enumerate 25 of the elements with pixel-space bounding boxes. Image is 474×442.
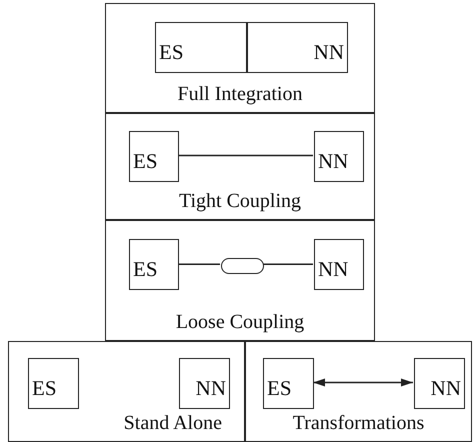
arrow xyxy=(313,378,413,386)
connector-line xyxy=(178,154,313,156)
module-box: NN xyxy=(414,358,465,409)
module-box: NN xyxy=(247,22,348,73)
module-box: ES xyxy=(263,358,314,409)
panel-title: Loose Coupling xyxy=(174,311,306,334)
panel xyxy=(245,341,472,442)
connector-line xyxy=(263,264,313,265)
panel xyxy=(105,220,375,341)
module-box: NN xyxy=(314,131,364,182)
module-box: NN xyxy=(179,358,230,409)
panel-title: Stand Alone xyxy=(122,412,222,435)
panel xyxy=(8,341,245,442)
module-box: ES xyxy=(129,239,179,290)
panel-title: Transformations xyxy=(292,412,426,435)
panel-title: Full Integration xyxy=(176,83,304,106)
module-box: ES xyxy=(28,358,79,409)
panel xyxy=(105,113,375,220)
module-box: ES xyxy=(155,22,247,73)
panel xyxy=(105,3,375,113)
module-box: NN xyxy=(314,239,364,290)
module-box: ES xyxy=(129,131,179,182)
connector-capsule xyxy=(221,258,264,274)
connector-line xyxy=(178,264,220,265)
panel-title: Tight Coupling xyxy=(178,190,302,213)
